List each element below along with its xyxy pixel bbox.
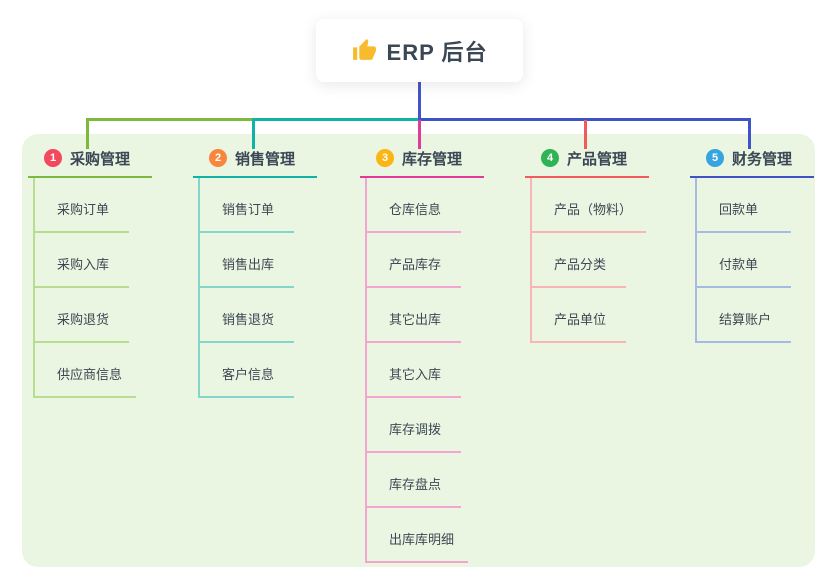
- branch-children: 回款单付款单结算账户: [695, 178, 814, 343]
- child-node-label: 付款单: [719, 257, 759, 272]
- child-node-label: 结算账户: [719, 312, 772, 327]
- branch-title: 产品管理: [567, 150, 628, 168]
- child-node[interactable]: 出库库明细: [367, 508, 469, 563]
- connector-branch-5-drop: [748, 118, 751, 149]
- connector-branch-5-horizontal: [418, 118, 751, 121]
- child-node[interactable]: 回款单: [697, 178, 791, 233]
- branch-title: 销售管理: [235, 150, 296, 168]
- child-node-label: 产品分类: [554, 257, 607, 272]
- root-node[interactable]: ERP 后台: [316, 19, 523, 82]
- branch-number-badge: 1: [44, 149, 62, 167]
- child-node[interactable]: 库存盘点: [367, 453, 461, 508]
- child-node[interactable]: 结算账户: [697, 288, 791, 343]
- child-node[interactable]: 其它入库: [367, 343, 461, 398]
- child-node[interactable]: 库存调拨: [367, 398, 461, 453]
- child-node-label: 采购退货: [57, 312, 110, 327]
- branch-title: 财务管理: [732, 150, 793, 168]
- child-node-label: 销售订单: [222, 202, 275, 217]
- connector-branch-2-horizontal: [252, 118, 420, 121]
- child-node-label: 出库库明细: [389, 532, 455, 547]
- child-node-label: 客户信息: [222, 367, 275, 382]
- child-node-label: 供应商信息: [57, 367, 123, 382]
- branch-title: 采购管理: [70, 150, 131, 168]
- child-node-label: 销售退货: [222, 312, 275, 327]
- branch-node[interactable]: 1 采购管理: [28, 140, 152, 178]
- child-node[interactable]: 产品分类: [532, 233, 626, 288]
- branch-node[interactable]: 2 销售管理: [193, 140, 317, 178]
- branch-column: 3 库存管理仓库信息产品库存其它出库其它入库库存调拨库存盘点出库库明细: [360, 140, 484, 563]
- branch-number-badge: 2: [209, 149, 227, 167]
- connector-branch-3-drop: [418, 120, 421, 149]
- child-node-label: 销售出库: [222, 257, 275, 272]
- branch-number-badge: 3: [376, 149, 394, 167]
- child-node-label: 库存盘点: [389, 477, 442, 492]
- branch-node[interactable]: 5 财务管理: [690, 140, 814, 178]
- child-node-label: 产品（物料）: [554, 202, 633, 217]
- child-node[interactable]: 供应商信息: [35, 343, 137, 398]
- child-node-label: 产品单位: [554, 312, 607, 327]
- branch-column: 5 财务管理回款单付款单结算账户: [690, 140, 814, 343]
- child-node[interactable]: 采购入库: [35, 233, 129, 288]
- connector-branch-1-drop: [86, 118, 89, 149]
- thumbs-up-icon: [352, 38, 377, 63]
- child-node[interactable]: 产品库存: [367, 233, 461, 288]
- child-node[interactable]: 采购退货: [35, 288, 129, 343]
- branch-children: 产品（物料） 产品分类产品单位: [530, 178, 649, 343]
- branch-column: 1 采购管理采购订单采购入库采购退货供应商信息: [28, 140, 152, 398]
- connector-branch-1-horizontal: [86, 118, 254, 121]
- branch-children: 销售订单销售出库销售退货客户信息: [198, 178, 317, 398]
- child-node-label: 其它出库: [389, 312, 442, 327]
- child-node[interactable]: 客户信息: [200, 343, 294, 398]
- child-node-label: 库存调拨: [389, 422, 442, 437]
- child-node[interactable]: 产品（物料）: [532, 178, 647, 233]
- root-title: ERP 后台: [386, 39, 488, 65]
- branch-title: 库存管理: [402, 150, 463, 168]
- branch-children: 仓库信息产品库存其它出库其它入库库存调拨库存盘点出库库明细: [365, 178, 484, 563]
- mindmap-panel: [22, 134, 815, 567]
- connector-root-drop: [418, 82, 421, 121]
- child-node[interactable]: 其它出库: [367, 288, 461, 343]
- branch-node[interactable]: 3 库存管理: [360, 140, 484, 178]
- branch-column: 2 销售管理销售订单销售出库销售退货客户信息: [193, 140, 317, 398]
- child-node-label: 采购订单: [57, 202, 110, 217]
- child-node[interactable]: 销售出库: [200, 233, 294, 288]
- child-node-label: 仓库信息: [389, 202, 442, 217]
- child-node[interactable]: 采购订单: [35, 178, 129, 233]
- branch-children: 采购订单采购入库采购退货供应商信息: [33, 178, 152, 398]
- child-node-label: 回款单: [719, 202, 759, 217]
- child-node[interactable]: 销售订单: [200, 178, 294, 233]
- connector-branch-4-drop: [584, 120, 587, 149]
- child-node[interactable]: 产品单位: [532, 288, 626, 343]
- branch-column: 4 产品管理产品（物料） 产品分类产品单位: [525, 140, 649, 343]
- child-node[interactable]: 仓库信息: [367, 178, 461, 233]
- child-node-label: 采购入库: [57, 257, 110, 272]
- child-node[interactable]: 付款单: [697, 233, 791, 288]
- branch-node[interactable]: 4 产品管理: [525, 140, 649, 178]
- child-node-label: 其它入库: [389, 367, 442, 382]
- child-node-label: 产品库存: [389, 257, 442, 272]
- child-node[interactable]: 销售退货: [200, 288, 294, 343]
- branch-number-badge: 5: [706, 149, 724, 167]
- connector-branch-2-drop: [252, 118, 255, 149]
- branch-number-badge: 4: [541, 149, 559, 167]
